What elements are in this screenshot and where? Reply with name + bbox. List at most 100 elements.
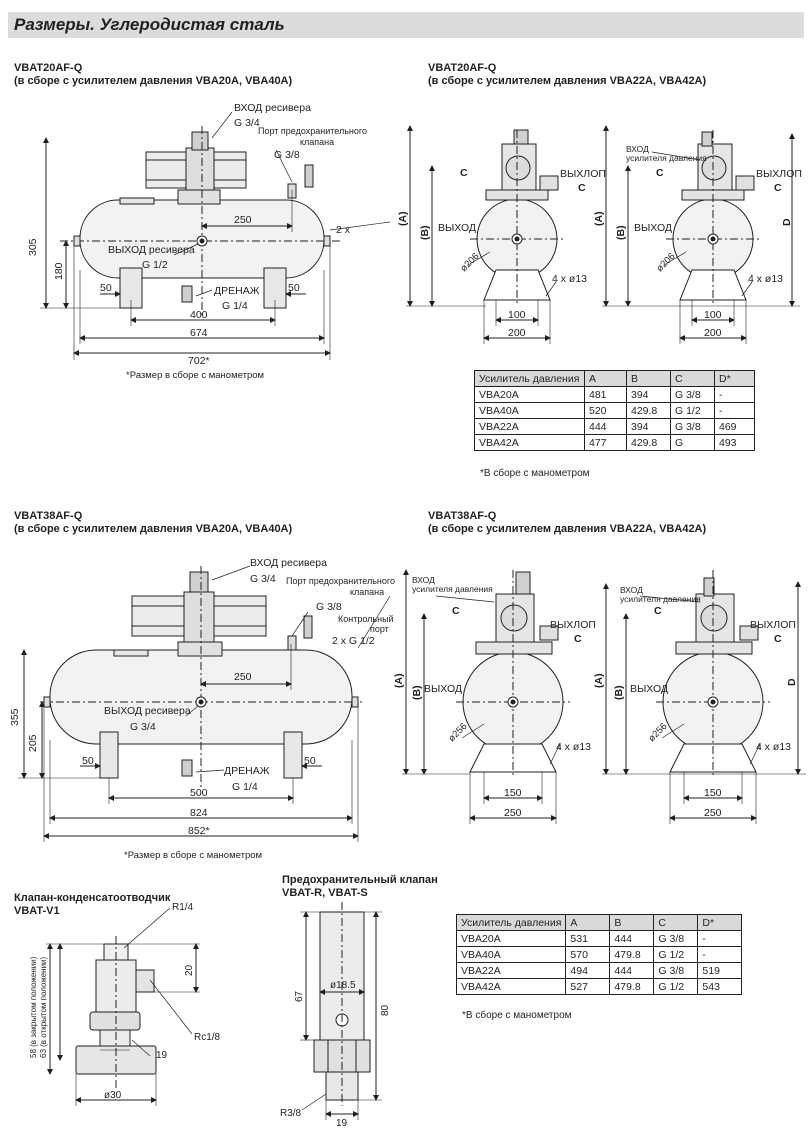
block2-dim-a-2: (A)	[593, 211, 605, 226]
safety-valve-labels: 67 80 ø18.5 19 R3/8	[280, 980, 391, 1129]
block3-footnote: *Размер в сборе с манометром	[124, 850, 262, 861]
block3-subtitle: (в сборе с усилителем давления VBA20A, V…	[14, 523, 293, 535]
block3-relief-label-1: Порт предохранительного	[286, 576, 395, 586]
block1-labels: ВХОД ресивера G 3/4 Порт предохранительн…	[27, 102, 367, 381]
table1-note: *В сборе с манометром	[480, 468, 590, 479]
block2-end-views	[406, 125, 800, 344]
block1-outlet-size: G 1/2	[142, 259, 168, 271]
block4-dim-a-2: (A)	[593, 673, 605, 688]
block1-dim-50a: 50	[100, 282, 112, 294]
table-cell: -	[697, 946, 743, 963]
table-cell: VBA42A	[474, 434, 585, 451]
table-row: VBA22A 494 444 G 3/8 519	[455, 962, 743, 979]
table-row: VBA20A 531 444 G 3/8 -	[455, 930, 743, 947]
block2-outlet-2: ВЫХОД	[634, 222, 672, 234]
block3-dim-250: 250	[234, 671, 252, 683]
block4-dim-250-2: 250	[704, 807, 722, 819]
drain-valve-drawing	[46, 907, 200, 1106]
block1-dim-250: 250	[234, 214, 252, 226]
block4-dim-250-1: 250	[504, 807, 522, 819]
block3-dim-500: 500	[190, 787, 208, 799]
spec-table-1: Усилитель давления A B C D* VBA20A 481 3…	[474, 370, 755, 451]
block3-inlet-label: ВХОД ресивера	[250, 557, 327, 569]
table-cell: 479.8	[609, 978, 655, 995]
table-cell: 543	[697, 978, 743, 995]
block4-exhaust-2: ВЫХЛОП	[750, 619, 796, 631]
block2-c-2: C	[578, 182, 586, 194]
table-row: VBA42A 527 479.8 G 1/2 543	[455, 978, 743, 995]
table1-header-cell: C	[670, 370, 715, 387]
drain-valve-dim-20: 20	[184, 964, 195, 976]
block1-drain-size: G 1/4	[222, 300, 248, 312]
table-cell: G 3/8	[653, 930, 699, 947]
table-cell: 444	[609, 962, 655, 979]
table-cell: VBA20A	[455, 930, 567, 947]
table-cell: 493	[714, 434, 755, 451]
block2-c-4: C	[774, 182, 782, 194]
block4-dim-b-2: (B)	[613, 685, 625, 700]
block1-footnote: *Размер в сборе с манометром	[126, 370, 264, 381]
block2-dim-b-1: (B)	[419, 225, 431, 240]
block3-labels: ВХОД ресивера G 3/4 Порт предохранительн…	[9, 557, 395, 861]
safety-valve-drawing	[300, 902, 382, 1120]
safety-valve-dim-80: 80	[380, 1004, 391, 1016]
drain-valve-model: VBAT-V1	[14, 905, 60, 917]
table-cell: 519	[697, 962, 743, 979]
table-cell: 520	[584, 402, 627, 419]
table-cell: G 1/2	[653, 946, 699, 963]
block3-drain-label: ДРЕНАЖ	[224, 765, 270, 777]
table-cell: 479.8	[609, 946, 655, 963]
table-cell: 481	[584, 386, 627, 403]
block1-dim-180: 180	[53, 262, 65, 280]
drain-valve-rc18: Rc1/8	[194, 1032, 221, 1043]
safety-valve-model: VBAT-R, VBAT-S	[282, 887, 368, 899]
block3-relief-size: G 3/8	[316, 601, 342, 613]
block2-subtitle: (в сборе с усилителем давления VBA22A, V…	[428, 75, 707, 87]
block2-dia-2: ø206	[654, 251, 677, 274]
block3-dim-355: 355	[9, 708, 21, 726]
table-cell: -	[714, 402, 755, 419]
table-cell: G 3/8	[670, 418, 715, 435]
block2-dim-a-1: (A)	[397, 211, 409, 226]
table-cell: 469	[714, 418, 755, 435]
table2-header-row: Усилитель давления A B C D*	[455, 914, 743, 931]
block4-dia-2: ø256	[646, 721, 669, 744]
block4-c-4: C	[774, 633, 782, 645]
safety-valve-name: Предохранительный клапан	[282, 874, 438, 886]
table-cell: 394	[626, 418, 671, 435]
drain-valve-dim-63: 63 (в открытом положении)	[39, 956, 48, 1058]
table-cell: 444	[609, 930, 655, 947]
block3-outlet-size: G 3/4	[130, 721, 156, 733]
block2-c-3: C	[656, 167, 664, 179]
table1-header-cell: B	[626, 370, 671, 387]
block3-outlet-label: ВЫХОД ресивера	[104, 705, 191, 717]
table2-note: *В сборе с манометром	[462, 1010, 572, 1021]
block3-dim-824: 824	[190, 807, 208, 819]
block4-dim-d: D	[786, 678, 798, 686]
block3-control-size: 2 x G 1/2	[332, 635, 375, 647]
block1-dim-400: 400	[190, 309, 208, 321]
block2-dim-100-1: 100	[508, 309, 526, 321]
table-cell: 494	[565, 962, 611, 979]
block4-model: VBAT38AF-Q	[428, 510, 497, 522]
table-cell: VBA42A	[455, 978, 567, 995]
table-row: VBA40A 570 479.8 G 1/2 -	[455, 946, 743, 963]
table-row: VBA42A 477 429.8 G 493	[474, 434, 755, 451]
block1-side-view	[40, 111, 391, 360]
block2-outlet-1: ВЫХОД	[438, 222, 476, 234]
block2-model: VBAT20AF-Q	[428, 62, 497, 74]
block1-dim-702: 702*	[188, 355, 210, 367]
block1-inlet-size: G 3/4	[234, 117, 260, 129]
drain-valve-name: Клапан-конденсатоотводчик	[14, 892, 171, 904]
table2-header-cell: B	[609, 914, 655, 931]
table1-header-cell: Усилитель давления	[474, 370, 585, 387]
table-cell: 531	[565, 930, 611, 947]
drain-valve-dim-30: ø30	[104, 1090, 122, 1101]
table1-header-cell: D*	[714, 370, 755, 387]
block1-relief-label-1: Порт предохранительного	[258, 126, 367, 136]
block4-booster-inlet-3: ВХОД	[620, 585, 643, 595]
block1-relief-size: G 3/8	[274, 149, 300, 161]
page-title: Размеры. Углеродистая сталь	[14, 15, 285, 34]
table-cell: VBA40A	[474, 402, 585, 419]
